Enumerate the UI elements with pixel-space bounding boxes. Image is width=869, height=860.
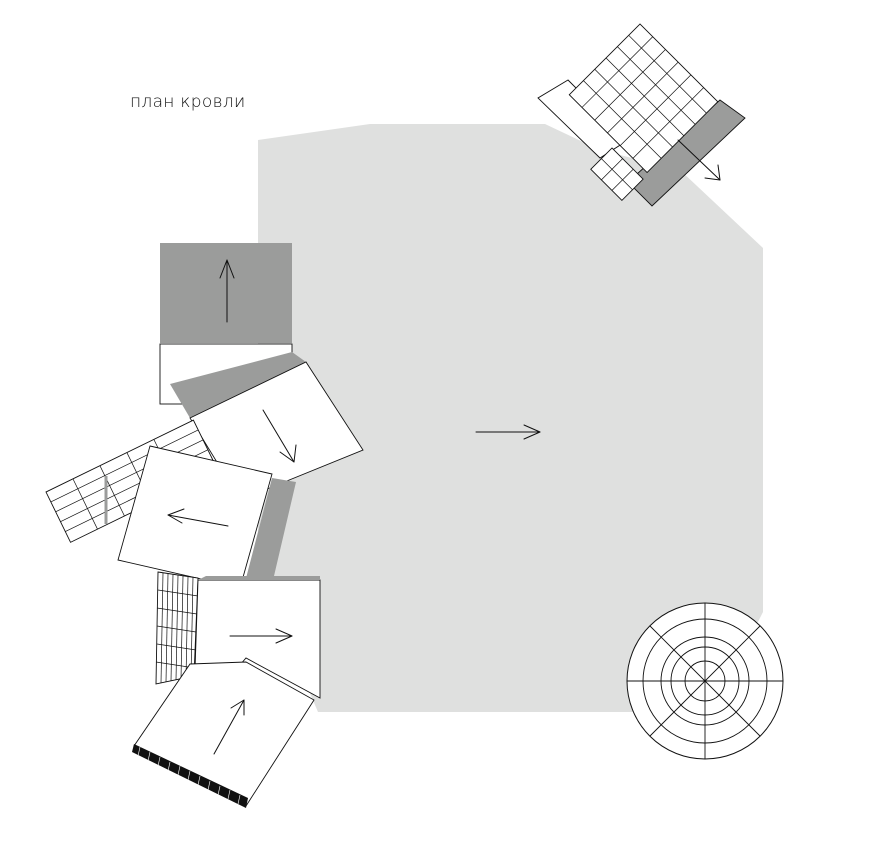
arrow-right-icon xyxy=(475,424,541,440)
hatched-edge xyxy=(132,744,248,808)
main-roof-slab xyxy=(258,124,763,712)
arrow-left-icon xyxy=(167,508,229,527)
arrow-down-right-icon xyxy=(262,409,297,463)
bottom-tilted-panel xyxy=(133,661,315,807)
hatch-lines xyxy=(137,746,241,805)
dark-roof-block xyxy=(160,243,292,343)
compass-rose-icon xyxy=(626,602,784,760)
plan-title: план кровли xyxy=(130,92,246,112)
arrow-up-icon xyxy=(219,259,235,323)
arrow-right-icon xyxy=(229,628,293,644)
top-right-grid-roof xyxy=(537,23,746,207)
arrow-up-icon xyxy=(213,699,245,755)
arrow-down-right-icon xyxy=(677,139,721,181)
